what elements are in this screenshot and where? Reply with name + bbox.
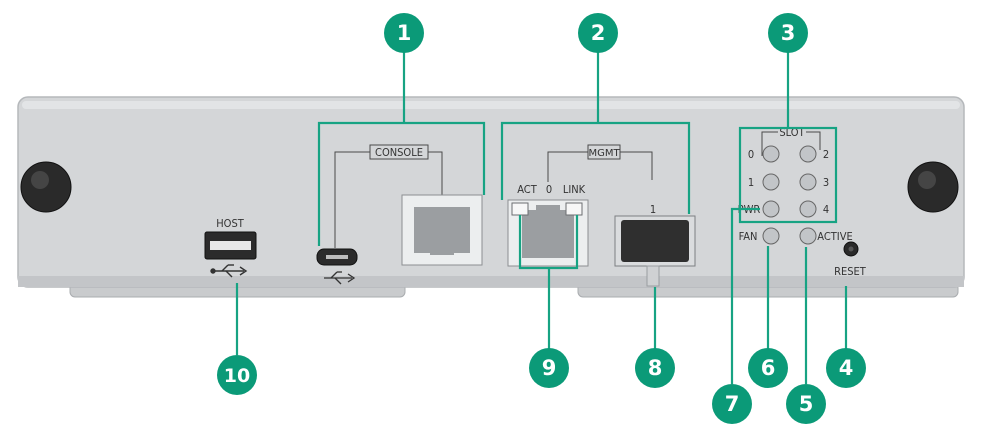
callout-7-number: 7 xyxy=(725,392,740,416)
callout-6-circle xyxy=(748,348,788,388)
host-label: HOST xyxy=(216,217,245,230)
callout-9-number: 9 xyxy=(542,356,557,380)
reset-label: RESET xyxy=(834,265,867,278)
callout-3-number: 3 xyxy=(781,21,796,45)
slot-bracket-right xyxy=(806,131,821,150)
sfp-port-label: 1 xyxy=(650,203,656,216)
console-bracket-right xyxy=(428,151,443,195)
slot-2-led xyxy=(799,145,817,163)
callout-5-circle xyxy=(786,384,826,424)
slot-3-led xyxy=(799,173,817,191)
reset-button-center xyxy=(848,246,854,252)
fan-led xyxy=(762,227,780,245)
left-knob-highlight xyxy=(31,171,49,189)
callout-1-number: 1 xyxy=(397,21,412,45)
slot-label: SLOT xyxy=(779,126,805,139)
slot-0-label: 0 xyxy=(748,148,754,161)
callout-10-number: 10 xyxy=(224,365,250,387)
act-led xyxy=(511,202,529,216)
slot-4-led xyxy=(799,200,817,218)
console-bracket xyxy=(334,151,370,248)
mgmt-label-box xyxy=(587,144,621,160)
callout-7-circle xyxy=(712,384,752,424)
panel-shadow xyxy=(18,276,964,287)
mgmt-bracket-left xyxy=(547,151,588,182)
slot-3-label: 3 xyxy=(823,176,829,189)
console-label: CONSOLE xyxy=(375,146,423,159)
callout-4-number: 4 xyxy=(839,356,854,380)
mgmt-bracket-right xyxy=(620,151,653,180)
console-usb-icon xyxy=(324,271,356,285)
host-usb-icon xyxy=(210,264,248,278)
mgmt-rj45-opening xyxy=(522,210,574,258)
host-usb-tongue xyxy=(210,241,251,250)
console-rj45-latch xyxy=(430,245,454,255)
leader-1 xyxy=(317,121,486,246)
slot-1-led xyxy=(762,173,780,191)
leader-lines xyxy=(235,52,848,384)
sfp-port-tab xyxy=(646,265,660,287)
leader-7 xyxy=(730,207,760,384)
callout-8-number: 8 xyxy=(648,356,663,380)
mgmt-label: MGMT xyxy=(588,148,620,159)
act-label: ACT xyxy=(517,183,537,196)
callout-8-circle xyxy=(635,348,675,388)
callout-1-circle xyxy=(384,13,424,53)
link-label: LINK xyxy=(563,183,586,196)
callout-1: 1 xyxy=(384,13,424,53)
panel-highlight xyxy=(22,101,960,109)
fan-label: FAN xyxy=(739,230,758,243)
callout-10-circle xyxy=(217,355,257,395)
callout-7: 7 xyxy=(712,384,752,424)
callout-6: 6 xyxy=(748,348,788,388)
mgmt-rj45-latch xyxy=(536,205,560,215)
slot-0-led xyxy=(762,145,780,163)
callout-3-circle xyxy=(768,13,808,53)
panel-face xyxy=(17,96,965,288)
callout-5: 5 xyxy=(786,384,826,424)
callout-4-circle xyxy=(826,348,866,388)
pwr-led xyxy=(762,200,780,218)
sfp-port-opening xyxy=(621,220,689,262)
callout-3: 3 xyxy=(768,13,808,53)
callout-2: 2 xyxy=(578,13,618,53)
slot-bracket-left xyxy=(761,131,778,156)
slot-2-label: 2 xyxy=(823,148,829,161)
callout-9: 9 xyxy=(529,348,569,388)
callout-2-circle xyxy=(578,13,618,53)
callout-9-circle xyxy=(529,348,569,388)
console-label-box xyxy=(369,144,429,160)
port-zero-label: 0 xyxy=(546,183,552,196)
slot-1-label: 1 xyxy=(748,176,754,189)
right-knob[interactable] xyxy=(907,161,959,213)
link-led xyxy=(565,202,583,216)
console-micro-usb-tongue xyxy=(326,255,348,259)
callout-5-number: 5 xyxy=(799,392,814,416)
callout-8: 8 xyxy=(635,348,675,388)
leader-2 xyxy=(500,121,691,214)
callout-2-number: 2 xyxy=(591,21,606,45)
callout-6-number: 6 xyxy=(761,356,776,380)
callout-10: 10 xyxy=(217,355,257,395)
active-led xyxy=(799,227,817,245)
left-knob[interactable] xyxy=(20,161,72,213)
active-label: ACTIVE xyxy=(817,230,852,243)
slot-4-label: 4 xyxy=(823,203,829,216)
callout-4: 4 xyxy=(826,348,866,388)
right-knob-highlight xyxy=(918,171,936,189)
